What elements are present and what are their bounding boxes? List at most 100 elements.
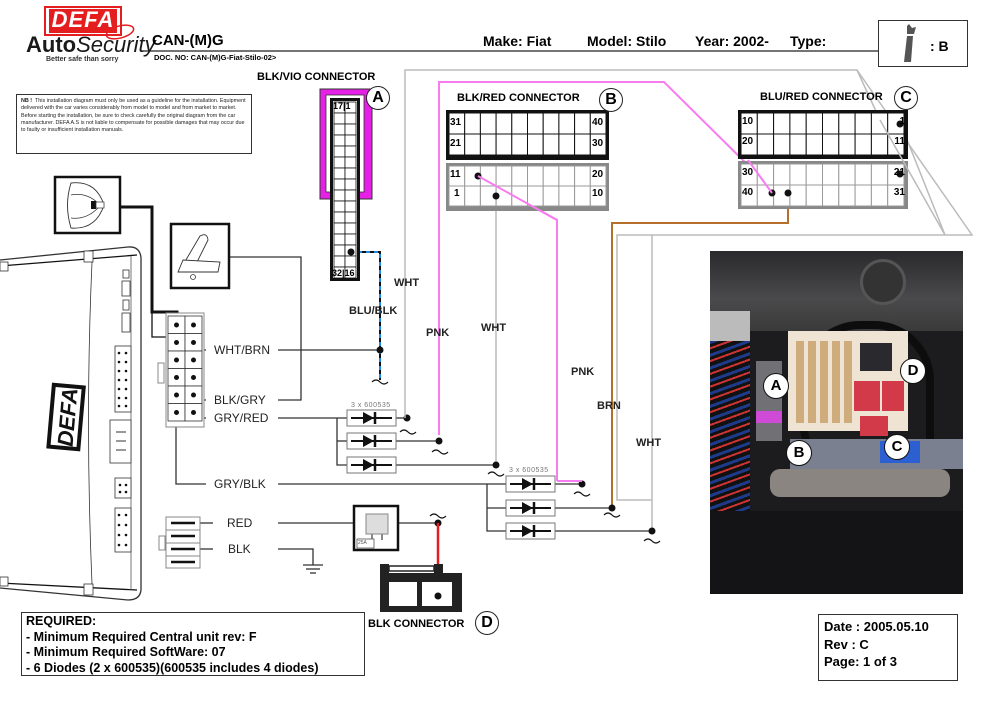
connector-a-title: BLK/VIO CONNECTOR xyxy=(257,71,376,83)
photo-marker-a: A xyxy=(763,373,789,399)
document-number: DOC. NO: CAN-(M)G-Fiat-Stilo-02> xyxy=(154,53,277,62)
connector-cavity xyxy=(773,133,791,156)
fuse-rating: 25A xyxy=(358,540,367,546)
connector-cavity xyxy=(495,165,513,187)
wire-pnk-c40 xyxy=(438,81,773,435)
connector-cavity xyxy=(870,112,889,135)
connector-cavity xyxy=(333,178,346,191)
connector-cavity xyxy=(464,185,481,207)
photo-marker-c: C xyxy=(884,434,910,460)
connector-cavity xyxy=(333,145,346,158)
connector-cavity xyxy=(870,163,889,186)
wire-cut-icon xyxy=(487,471,505,477)
brand-slogan: Better safe than sorry xyxy=(46,56,119,63)
connector-cavity xyxy=(854,163,872,186)
connector-d-shape xyxy=(380,564,462,612)
brand-logo: DEFA xyxy=(44,6,122,36)
connector-cavity xyxy=(344,233,357,246)
disclaimer-notice: NB ! This installation diagram must only… xyxy=(16,94,252,154)
connector-a-badge: A xyxy=(366,86,390,110)
connector-cavity xyxy=(854,112,872,135)
svg-text:DEFA: DEFA xyxy=(53,387,83,448)
connector-cavity xyxy=(333,112,346,125)
b-pin-10: 10 xyxy=(592,188,604,199)
connector-cavity xyxy=(789,133,807,156)
connector-cavity xyxy=(344,189,357,202)
notice-prefix: NB ! xyxy=(21,98,33,104)
b-pin-30: 30 xyxy=(592,138,604,149)
wire-label-gry-red: GRY/RED xyxy=(214,411,269,425)
wire-label-pnk-1: PNK xyxy=(426,327,450,339)
connector-cavity xyxy=(870,184,889,207)
pin-dot xyxy=(492,192,500,200)
connector-cavity xyxy=(805,112,824,135)
connector-cavity xyxy=(838,112,856,135)
wire-label-blk-gry: BLK/GRY xyxy=(214,393,266,407)
photo-marker-b: B xyxy=(786,440,812,466)
connector-cavity xyxy=(344,178,357,191)
vehicle-make: Make: Fiat xyxy=(483,33,552,49)
connector-b-grid xyxy=(448,112,607,207)
pin-dot xyxy=(347,248,355,256)
connector-cavity xyxy=(542,112,560,135)
connector-cavity xyxy=(773,163,791,186)
connector-cavity xyxy=(333,134,346,147)
diode-group-1-label: 3 x 600535 xyxy=(351,402,391,409)
connector-c-badge: C xyxy=(894,86,918,110)
pin-dot xyxy=(174,392,179,398)
requirement-line: - Minimum Required SoftWare: 07 xyxy=(26,645,226,659)
connector-cavity xyxy=(344,123,357,136)
requirement-line: - 6 Diodes (2 x 600535)(600535 includes … xyxy=(26,660,319,675)
connector-cavity xyxy=(479,133,497,156)
connector-cavity xyxy=(838,184,856,207)
pin-dot xyxy=(191,322,196,328)
connector-cavity xyxy=(838,163,856,186)
connector-cavity xyxy=(333,244,346,257)
c-pin-11: 11 xyxy=(894,136,905,147)
pin-dot xyxy=(174,322,179,328)
pin-dot xyxy=(191,410,196,415)
connector-cavity xyxy=(589,185,607,207)
connector-cavity xyxy=(805,163,824,186)
connector-cavity xyxy=(527,185,544,207)
connector-cavity xyxy=(527,112,544,135)
connector-cavity xyxy=(527,165,544,187)
wire-cut-icon xyxy=(429,513,447,519)
connector-cavity xyxy=(542,133,560,156)
connector-cavity xyxy=(344,211,357,224)
connector-cavity xyxy=(344,167,357,180)
pin-dot xyxy=(896,170,904,178)
connector-cavity xyxy=(542,185,560,207)
pin-dot xyxy=(174,340,179,345)
wire-cut-icon xyxy=(431,449,449,455)
unit-logo: DEFA xyxy=(46,382,86,452)
connector-cavity xyxy=(333,222,346,235)
requirement-line: - Minimum Required Central unit rev: F xyxy=(26,629,257,644)
product-title: CAN-(M)G xyxy=(152,32,224,49)
c-pin-31: 31 xyxy=(893,187,905,198)
pin-dot xyxy=(174,357,179,363)
c-pin-10: 10 xyxy=(742,116,754,127)
harness-plug-12pin xyxy=(157,312,205,428)
c-pin-40: 40 xyxy=(742,187,754,198)
connector-cavity xyxy=(479,165,497,187)
connector-cavity xyxy=(511,133,528,156)
connector-cavity xyxy=(789,184,807,207)
connector-cavity xyxy=(464,133,481,156)
diode-icon xyxy=(346,409,397,427)
wire-label-brn: BRN xyxy=(597,400,621,412)
connector-cavity xyxy=(574,165,591,187)
wire-cut-icon xyxy=(603,512,621,518)
connector-cavity xyxy=(558,185,576,207)
plug12 xyxy=(167,315,203,422)
pin-dot xyxy=(174,410,179,415)
connector-cavity xyxy=(542,165,560,187)
logo-swoosh-icon xyxy=(105,24,135,40)
brand-name: DEFA xyxy=(49,9,117,33)
document-revision: Rev : C xyxy=(824,636,869,652)
connector-cavity xyxy=(495,133,513,156)
document-date: Date : 2005.05.10 xyxy=(824,619,929,634)
b-pin-20: 20 xyxy=(592,169,604,180)
connector-cavity xyxy=(344,200,357,213)
